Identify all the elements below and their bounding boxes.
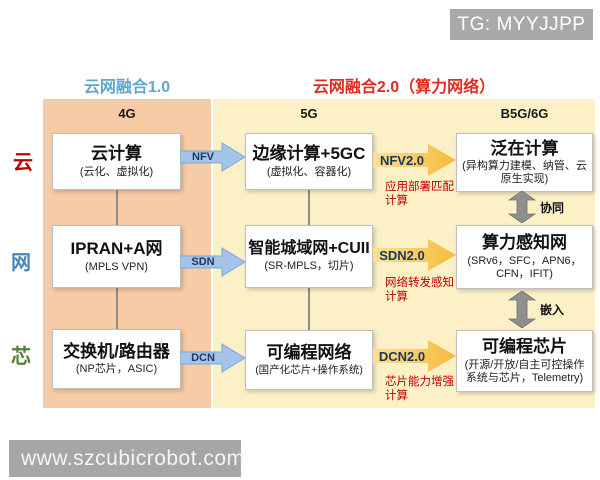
box-edge-computing-5gc: 边缘计算+5GC (虚拟化、容器化) — [245, 133, 373, 190]
box-programmable-network: 可编程网络 (国产化芯片+操作系统) — [245, 330, 373, 390]
box-edge-computing-5gc-title: 边缘计算+5GC — [252, 144, 366, 164]
tg-badge-text: TG: MYYJJPP — [457, 13, 586, 35]
box-ipran-a-net: IPRAN+A网 (MPLS VPN) — [52, 225, 181, 288]
box-edge-computing-5gc-subtitle: (虚拟化、容器化) — [266, 165, 352, 178]
box-smart-metro-cuii: 智能城域网+CUII (SR-MPLS，切片) — [245, 225, 373, 288]
box-programmable-chip-title: 可编程芯片 — [482, 337, 567, 357]
box-computing-aware-network-subtitle: (SRv6，SFC，APN6，CFN，IFIT) — [467, 254, 582, 280]
column-header-4g: 4G — [43, 103, 211, 123]
nfv2-note: 应用部署匹配计算 — [385, 181, 454, 208]
era2-header-text: 云网融合2.0（算力网络） — [312, 79, 496, 96]
box-programmable-network-subtitle: (国产化芯片+操作系统) — [255, 364, 363, 377]
dcn2-note: 芯片能力增强计算 — [385, 376, 454, 403]
box-smart-metro-cuii-subtitle: (SR-MPLS，切片) — [264, 260, 354, 273]
row-label-chip: 芯 — [11, 346, 31, 368]
box-programmable-network-title: 可编程网络 — [266, 342, 352, 362]
synergy-label: 协同 — [540, 201, 565, 215]
embed-label: 嵌入 — [540, 303, 565, 317]
column-header-b5g6g-text: B5G/6G — [500, 105, 549, 121]
sdn2-arrow: SDN2.0 — [373, 237, 457, 273]
right-arrow-icon — [179, 142, 246, 172]
connector-line — [308, 188, 310, 225]
right-arrow-icon — [373, 144, 456, 176]
right-arrow-icon — [373, 340, 456, 372]
box-switch-router: 交换机/路由器 (NP芯片，ASIC) — [52, 329, 181, 389]
box-cloud-computing: 云计算 (云化、虚拟化) — [52, 133, 181, 190]
watermark: www.szcubicrobot.com — [9, 440, 244, 477]
column-header-5g: 5G — [245, 103, 373, 123]
box-cloud-computing-title: 云计算 — [91, 144, 142, 164]
watermark-text: www.szcubicrobot.com — [21, 446, 245, 470]
box-switch-router-title: 交换机/路由器 — [63, 341, 170, 361]
era1-header: 云网融合1.0 — [43, 74, 211, 96]
box-ubiquitous-computing-title: 泛在计算 — [490, 138, 559, 158]
box-ipran-a-net-subtitle: (MPLS VPN) — [85, 260, 148, 273]
box-programmable-chip: 可编程芯片 (开源/开放/自主可控操作系统与芯片，Telemetry) — [456, 330, 593, 392]
box-ipran-a-net-title: IPRAN+A网 — [70, 239, 163, 259]
box-computing-aware-network: 算力感知网 (SRv6，SFC，APN6，CFN，IFIT) — [456, 225, 593, 289]
sdn2-arrow-label: SDN2.0 — [379, 247, 425, 263]
dcn2-arrow-label: DCN2.0 — [378, 348, 426, 364]
connector-line — [308, 288, 310, 330]
box-computing-aware-network-title: 算力感知网 — [482, 233, 567, 253]
dcn2-arrow: DCN2.0 — [373, 338, 457, 374]
right-arrow-icon — [179, 343, 246, 373]
right-arrow-icon — [179, 247, 246, 277]
connector-line — [116, 190, 118, 225]
box-programmable-chip-subtitle: (开源/开放/自主可控操作系统与芯片，Telemetry) — [464, 358, 585, 384]
tg-badge: TG: MYYJJPP — [450, 9, 593, 40]
embed-arrow — [507, 290, 537, 329]
connector-line — [116, 288, 118, 329]
column-header-b5g6g: B5G/6G — [456, 103, 593, 123]
box-ubiquitous-computing-subtitle: (异构算力建模、纳管、云原生实现) — [462, 160, 587, 186]
dcn-arrow-label: DCN — [191, 352, 215, 364]
nfv-arrow: NFV — [179, 141, 246, 173]
box-ubiquitous-computing: 泛在计算 (异构算力建模、纳管、云原生实现) — [456, 133, 593, 192]
dcn-arrow: DCN — [179, 342, 246, 374]
nfv2-arrow-label: NFV2.0 — [379, 152, 425, 168]
era2-header: 云网融合2.0（算力网络） — [213, 74, 595, 96]
column-header-4g-text: 4G — [118, 105, 136, 121]
double-vertical-arrow-icon — [507, 190, 537, 224]
double-vertical-arrow-icon — [507, 290, 537, 329]
nfv2-arrow: NFV2.0 — [373, 142, 457, 178]
era1-header-text: 云网融合1.0 — [83, 79, 171, 96]
right-arrow-icon — [373, 239, 456, 271]
row-label-network: 网 — [11, 252, 31, 274]
sdn-arrow-label: SDN — [191, 256, 215, 268]
synergy-arrow — [507, 190, 537, 224]
box-switch-router-subtitle: (NP芯片，ASIC) — [75, 363, 158, 376]
sdn-arrow: SDN — [179, 246, 246, 278]
box-smart-metro-cuii-title: 智能城域网+CUII — [248, 239, 370, 257]
nfv-arrow-label: NFV — [192, 151, 214, 163]
sdn2-note: 网络转发感知计算 — [385, 277, 454, 304]
column-header-5g-text: 5G — [300, 105, 318, 121]
row-label-cloud: 云 — [13, 152, 33, 174]
box-cloud-computing-subtitle: (云化、虚拟化) — [79, 165, 154, 178]
